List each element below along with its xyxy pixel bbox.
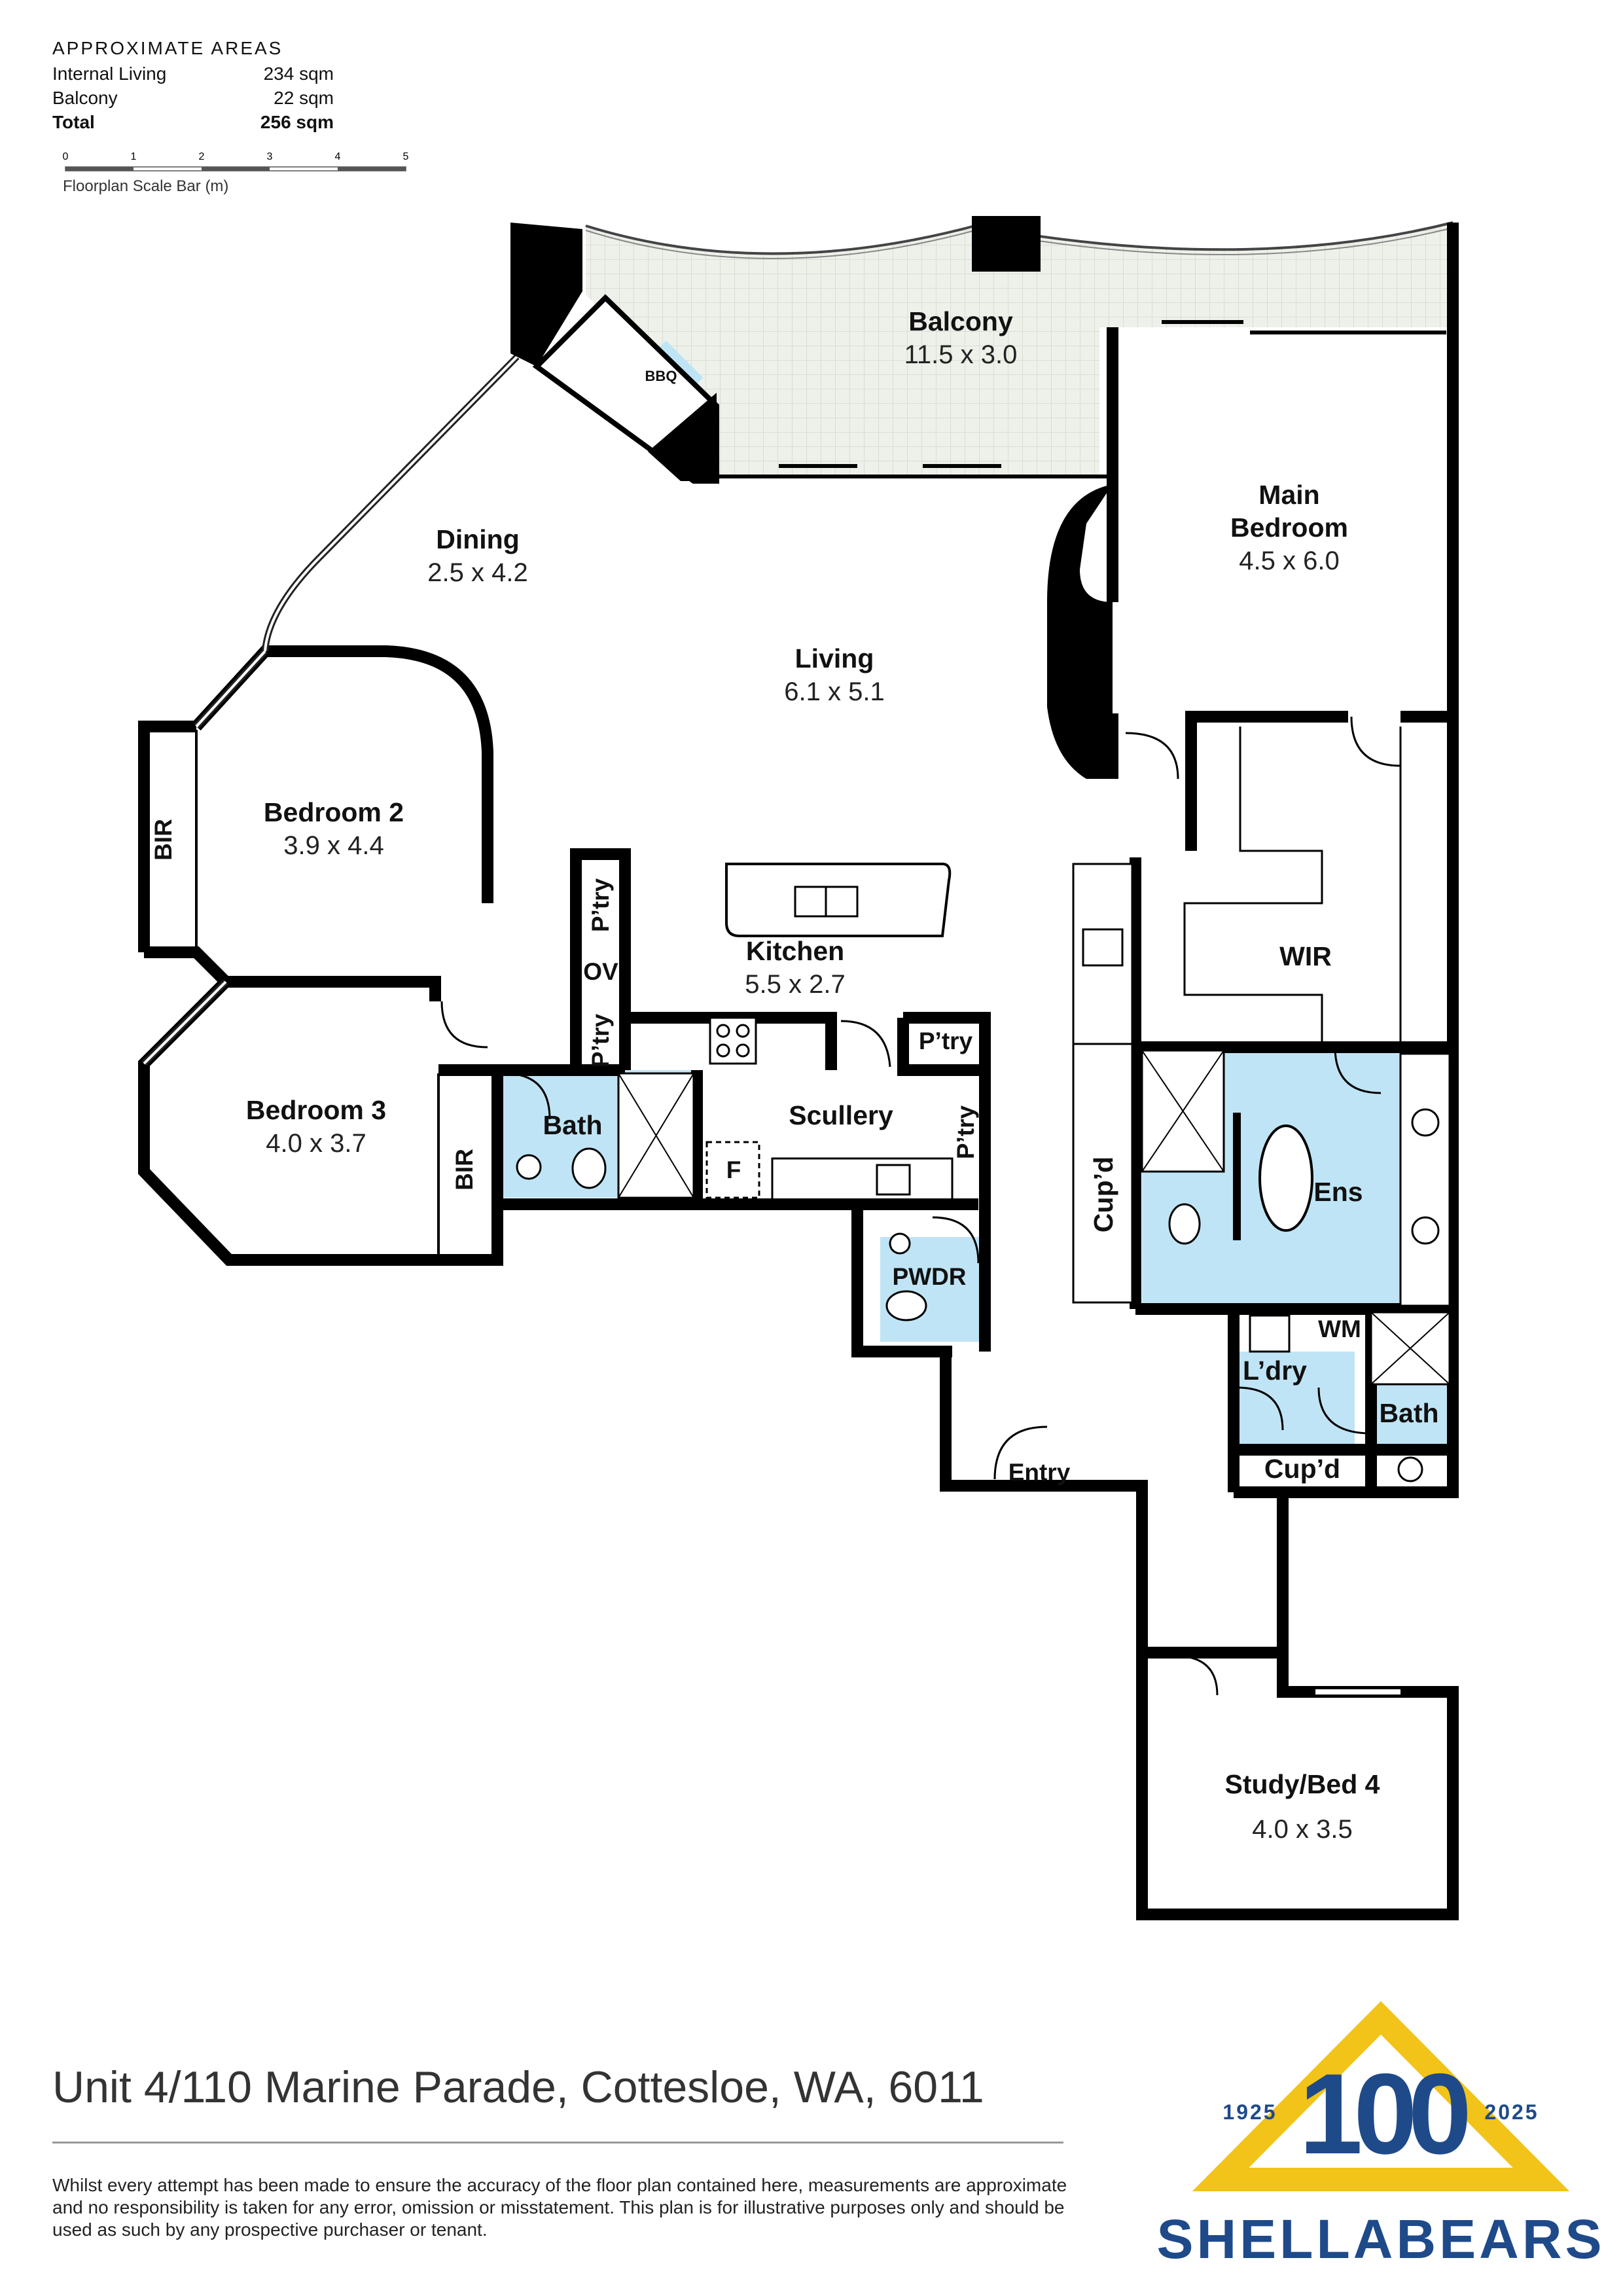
structural-column — [972, 216, 1041, 272]
sink-icon — [1082, 928, 1124, 967]
logo-number: 100 — [1299, 2051, 1468, 2178]
scale-tick: 2 — [199, 151, 205, 162]
wir-shelving — [1183, 726, 1323, 1047]
basin-icon — [1411, 1108, 1440, 1137]
cupboard-label: Cup’d — [1264, 1454, 1340, 1484]
cupboard-label: Cup’d — [1088, 1157, 1118, 1232]
room-name-dining: Dining — [436, 524, 520, 554]
balcony-floor — [586, 223, 1453, 475]
bedroom2-curved-wall — [192, 645, 493, 903]
basin-icon — [516, 1154, 542, 1180]
toilet-icon — [1168, 1203, 1201, 1245]
room-name-scullery: Scullery — [789, 1100, 893, 1130]
bbq-label: BBQ — [645, 368, 677, 384]
room-name-ens: Ens — [1313, 1177, 1363, 1207]
room-dim-bedroom2: 3.9 x 4.4 — [283, 831, 383, 860]
basin-icon — [1397, 1456, 1423, 1482]
room-dim-study: 4.0 x 3.5 — [1252, 1815, 1352, 1844]
room-dim-living: 6.1 x 5.1 — [784, 677, 884, 706]
room-dim-kitchen: 5.5 x 2.7 — [745, 970, 845, 999]
scale-tick: 0 — [63, 151, 69, 162]
oven-label: OV — [583, 958, 618, 985]
walls — [138, 223, 1459, 1920]
pantry-label: P’try — [919, 1028, 973, 1054]
area-row: Balcony 22 sqm — [52, 86, 334, 110]
area-label: Balcony — [52, 88, 118, 108]
vanity — [1399, 1052, 1451, 1307]
logo-triangle-icon — [1192, 2001, 1570, 2191]
fridge-space — [705, 1141, 760, 1199]
scale-tick: 4 — [335, 151, 341, 162]
sink-icon — [1249, 1314, 1291, 1353]
area-row: Internal Living 234 sqm — [52, 62, 334, 86]
area-label: Total — [52, 112, 95, 132]
cooktop-icon — [709, 1016, 757, 1065]
property-address: Unit 4/110 Marine Parade, Cottesloe, WA,… — [52, 2062, 984, 2112]
scullery-counter — [771, 1157, 954, 1204]
bir-label: BIR — [451, 1149, 478, 1191]
scale-caption: Floorplan Scale Bar (m) — [63, 177, 228, 195]
room-name-living: Living — [795, 643, 874, 673]
logo-year-end: 2025 — [1484, 2100, 1539, 2124]
approximate-areas: APPROXIMATE AREAS Internal Living 234 sq… — [52, 38, 334, 134]
balcony-sliding-doors — [717, 320, 1446, 478]
room-name-entry: Entry — [1008, 1459, 1071, 1486]
toilet-icon — [571, 1147, 607, 1189]
area-row-total: Total 256 sqm — [52, 110, 334, 134]
room-name-bath1: Bath — [543, 1110, 602, 1140]
room-name-main-bedroom: Main — [1258, 480, 1319, 510]
bathtub-icon — [1258, 1124, 1313, 1232]
room-name-bath2: Bath — [1379, 1398, 1438, 1428]
basin-icon — [1411, 1216, 1440, 1245]
area-value: 22 sqm — [274, 88, 334, 108]
door-swings — [440, 716, 1401, 1696]
room-name-main-bedroom-2: Bedroom — [1230, 512, 1348, 543]
room-dim-dining: 2.5 x 4.2 — [427, 558, 527, 587]
room-name-laundry: L’dry — [1243, 1355, 1307, 1386]
areas-heading: APPROXIMATE AREAS — [52, 38, 283, 58]
pantry-label: P’try — [587, 1013, 614, 1067]
bir-label: BIR — [150, 819, 177, 861]
divider — [52, 2142, 1063, 2144]
room-name-wir: WIR — [1279, 941, 1332, 971]
basin-icon — [889, 1232, 911, 1255]
shellabears-logo: 100 1925 2025 SHELLABEARS — [1156, 2001, 1605, 2270]
logo-brand: SHELLABEARS — [1156, 2208, 1605, 2270]
room-dim-main-bedroom: 4.5 x 6.0 — [1239, 547, 1339, 575]
scale-tick: 5 — [403, 151, 409, 162]
room-name-pwdr: PWDR — [892, 1263, 966, 1290]
pantry-label: P’try — [952, 1105, 979, 1159]
logo-year-start: 1925 — [1222, 2100, 1277, 2124]
scale-bar: 0 1 2 3 4 5 Floorplan Scale Bar (m) — [63, 151, 409, 195]
feature-column — [1047, 484, 1113, 779]
fridge-label: F — [726, 1157, 741, 1183]
area-value: 256 sqm — [260, 112, 334, 132]
disclaimer: Whilst every attempt has been made to en… — [52, 2175, 1067, 2240]
sink-icon — [876, 1164, 911, 1196]
room-name-bedroom3: Bedroom 3 — [246, 1095, 386, 1125]
room-name-balcony: Balcony — [908, 306, 1013, 336]
scale-tick: 1 — [131, 151, 137, 162]
area-label: Internal Living — [52, 63, 167, 84]
structural-column — [510, 223, 582, 367]
area-value: 234 sqm — [263, 63, 334, 84]
room-name-kitchen: Kitchen — [746, 936, 844, 966]
room-name-bedroom2: Bedroom 2 — [264, 797, 404, 827]
dining-window — [262, 354, 520, 652]
room-dim-bedroom3: 4.0 x 3.7 — [266, 1129, 366, 1158]
room-name-study: Study/Bed 4 — [1225, 1769, 1380, 1799]
scale-tick: 3 — [267, 151, 273, 162]
room-dim-balcony: 11.5 x 3.0 — [904, 340, 1018, 369]
washing-machine-label: WM — [1318, 1316, 1361, 1342]
pantry-label: P’try — [587, 878, 614, 932]
toilet-icon — [885, 1290, 927, 1321]
